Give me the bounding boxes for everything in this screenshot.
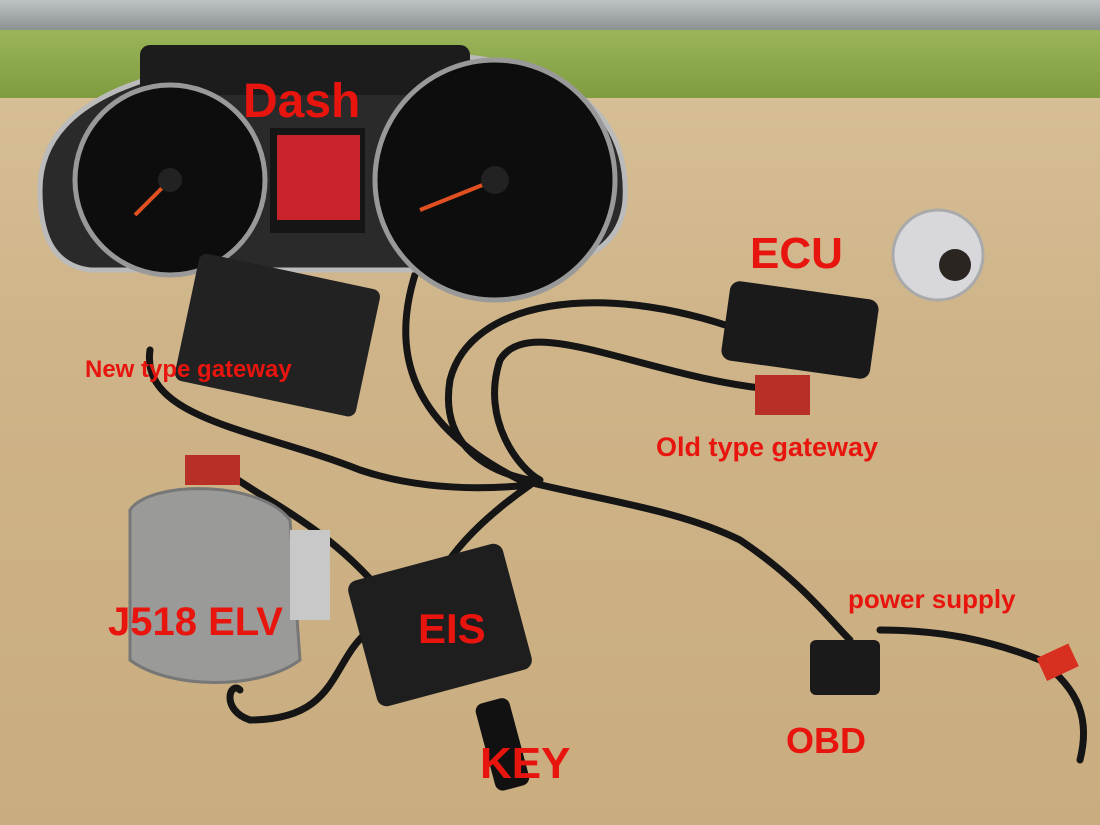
new-gateway-module [174, 253, 380, 417]
ecu-connector [721, 281, 879, 379]
obd-connector [810, 640, 880, 695]
label-new-gateway: New type gateway [85, 356, 292, 383]
label-elv: J518 ELV [108, 600, 283, 644]
elv-module [128, 487, 302, 684]
label-key: KEY [480, 739, 571, 788]
dash-cluster [37, 45, 628, 303]
label-old-gateway: Old type gateway [656, 432, 879, 462]
label-obd: OBD [786, 720, 866, 761]
key-fob [475, 698, 530, 791]
eis-module [348, 543, 532, 707]
label-dash: Dash [243, 75, 361, 128]
metal-rail [0, 0, 1100, 30]
desk-grommet [891, 208, 985, 302]
label-eis: EIS [418, 605, 486, 652]
label-ecu: ECU [750, 229, 843, 278]
old-gateway-connector [755, 375, 810, 415]
label-power-supply: power supply [848, 584, 1016, 614]
